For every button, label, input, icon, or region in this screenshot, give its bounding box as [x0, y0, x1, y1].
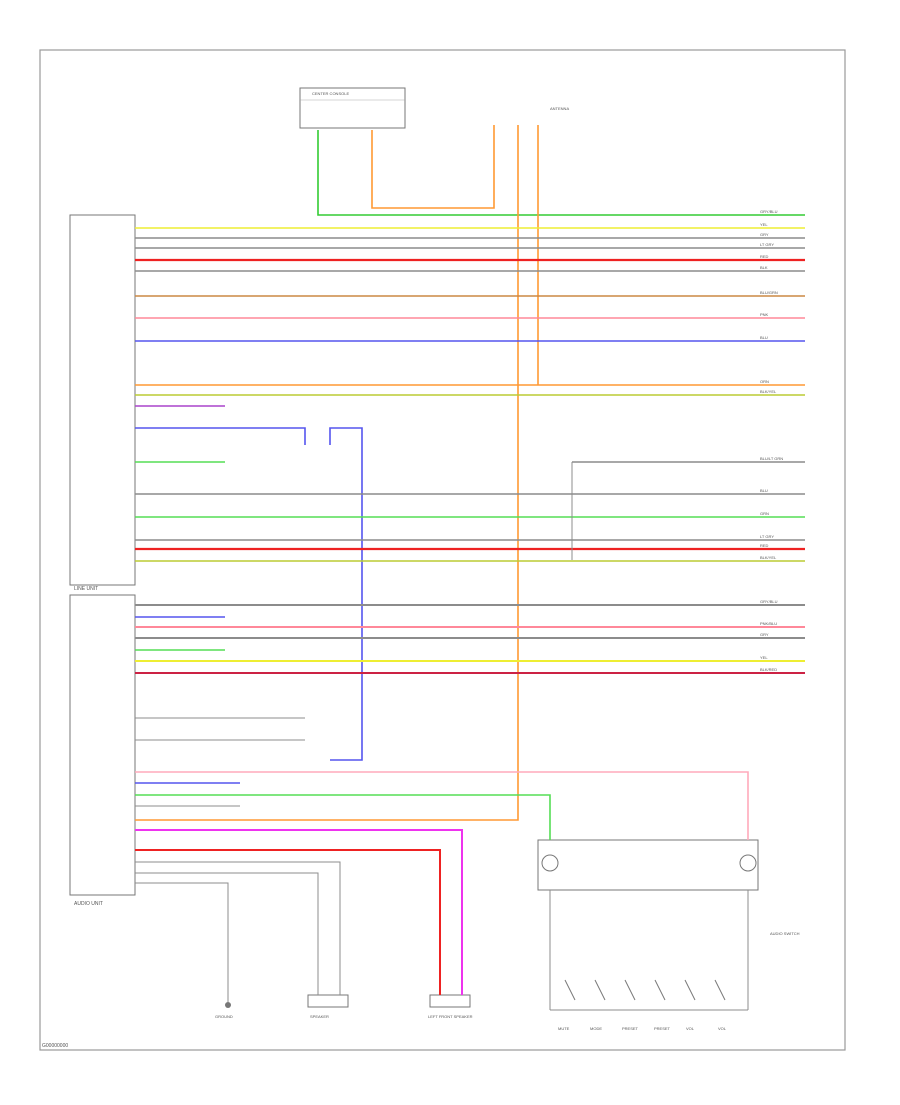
switch-contact: [684, 979, 696, 1001]
switch-panel-label: AUDIO SWITCH: [770, 931, 800, 936]
wire-color-label: PNK: [760, 312, 769, 317]
wire-gray-rear1: [135, 861, 341, 995]
wire-color-label: YEL: [760, 655, 768, 660]
wire-color-label: GRY/BLU: [760, 209, 778, 214]
left-speaker-label: LEFT FRONT SPEAKER: [428, 1014, 473, 1019]
switch-panel-box: [537, 839, 759, 891]
switch-label: PRESET: [654, 1026, 671, 1031]
wire-color-label: YEL: [760, 222, 768, 227]
wire-color-label: BLK/YEL: [760, 389, 777, 394]
wire-group: [135, 125, 805, 1011]
wire-color-label: BLK: [760, 265, 768, 270]
ground-point: [225, 1002, 231, 1008]
antenna-label: ANTENNA: [550, 106, 569, 111]
unit-label: AUDIO UNIT: [74, 901, 103, 907]
audio-unit-box: [69, 594, 136, 896]
switch-contact: [624, 979, 636, 1001]
wire-color-label: PNK/BLU: [760, 621, 777, 626]
ground-label: GROUND: [215, 1014, 233, 1019]
wire-blue-loop: [135, 427, 306, 445]
wire-color-label: GRY: [760, 232, 769, 237]
top-connector-box: [299, 87, 406, 129]
switch-label: VOL: [718, 1026, 727, 1031]
wire-antenna-orange: [135, 125, 519, 821]
rear-speaker-box: [307, 994, 349, 1008]
wire-color-label: BLU/LT GRN: [760, 456, 783, 461]
right-wire-labels: GRY/BLU YEL GRY LT GRY RED BLK BLU/GRN PNK BLU OR…: [760, 209, 783, 672]
wire-color-label: GRY: [760, 632, 769, 637]
wire-top-orange: [371, 125, 495, 209]
switch-contact: [594, 979, 606, 1001]
switch-lamp-left: [541, 854, 559, 872]
wire-color-label: LT GRY: [760, 534, 774, 539]
switch-label: MUTE: [558, 1026, 570, 1031]
wire-color-label: GRN: [760, 511, 769, 516]
diagram-frame: [39, 49, 846, 1051]
wire-color-label: BLU/GRN: [760, 290, 778, 295]
wire-color-label: RED: [760, 543, 769, 548]
unit-sub-label: LINE UNIT: [74, 586, 98, 592]
wire-ground: [135, 882, 229, 1002]
wire-green-panel: [135, 794, 551, 840]
wire-color-label: BLU: [760, 488, 768, 493]
switch-contact: [654, 979, 666, 1001]
switch-ladder: [564, 979, 726, 1001]
footer-code: G00000000: [42, 1043, 68, 1049]
wire-color-label: GRY/BLU: [760, 599, 778, 604]
wire-top-green: [317, 130, 805, 216]
left-speaker-box: [429, 994, 471, 1008]
switch-lamp-right: [739, 854, 757, 872]
wire-color-label: RED: [760, 254, 769, 259]
switch-labels: MUTE MODE PRESET PRESET VOL VOL: [558, 1026, 727, 1031]
wire-color-label: BLK/RED: [760, 667, 777, 672]
switch-label: MODE: [590, 1026, 602, 1031]
switch-label: VOL: [686, 1026, 695, 1031]
switch-label: PRESET: [622, 1026, 639, 1031]
top-connector-label: CENTER CONSOLE: [312, 91, 349, 96]
wire-color-label: BLU: [760, 335, 768, 340]
rear-speaker-label: SPEAKER: [310, 1014, 329, 1019]
wire-magenta-speaker: [135, 829, 463, 995]
wire-gray-rear2: [135, 872, 319, 995]
wire-pink-panel: [135, 771, 749, 840]
line-unit-box: [69, 214, 136, 586]
wire-color-label: ORN: [760, 379, 769, 384]
switch-contact: [714, 979, 726, 1001]
switch-contact: [564, 979, 576, 1001]
wire-blue-loop2: [329, 427, 363, 761]
wire-color-label: BLK/YEL: [760, 555, 777, 560]
wire-red-speaker: [135, 849, 441, 995]
wire-color-label: LT GRY: [760, 242, 774, 247]
